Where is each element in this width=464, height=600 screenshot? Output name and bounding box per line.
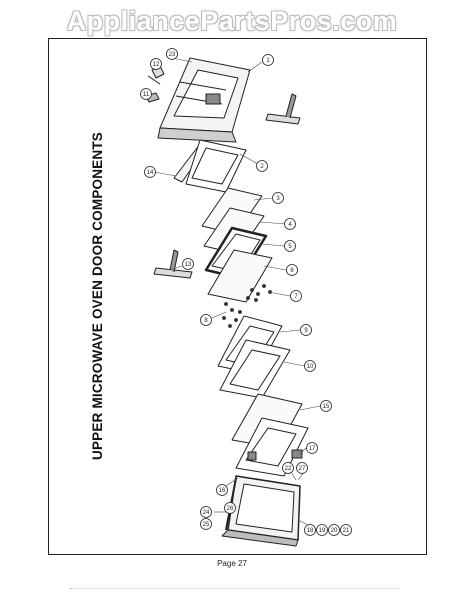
svg-text:8: 8 [204,318,208,324]
callout-23: 23 [166,48,178,60]
svg-text:27: 27 [299,466,306,472]
callout-6: 6 [286,264,298,276]
callout-14: 14 [144,166,156,178]
outer-door-panel [221,475,301,547]
hinge-bracket-right [265,93,301,125]
callout-17: 17 [306,442,318,454]
svg-text:7: 7 [294,294,298,300]
callout-13: 13 [182,258,194,270]
plate-part-6 [207,249,273,303]
callout-27: 27 [296,462,308,474]
svg-text:14: 14 [147,170,154,176]
callout-9: 9 [300,324,312,336]
callout-10: 10 [304,360,316,372]
callout-15: 15 [320,400,332,412]
callout-22: 22 [282,462,294,474]
svg-text:2: 2 [260,164,264,170]
callout-2: 2 [256,160,268,172]
svg-text:20: 20 [331,528,338,534]
callout-labels: 1 2 3 4 5 6 7 8 [140,48,352,536]
callout-25: 25 [200,518,212,530]
diagram-frame [48,38,427,555]
svg-text:17: 17 [309,446,316,452]
svg-text:12: 12 [153,62,160,68]
svg-text:4: 4 [288,222,292,228]
svg-text:6: 6 [290,268,294,274]
svg-text:18: 18 [307,528,314,534]
callout-3: 3 [272,192,284,204]
svg-text:11: 11 [143,92,150,98]
callout-16: 16 [216,484,228,496]
svg-text:22: 22 [285,466,292,472]
svg-text:15: 15 [323,404,330,410]
callout-7: 7 [290,290,302,302]
callout-20: 20 [328,524,340,536]
watermark: AppliancePartsPros.com [66,6,398,36]
callout-19: 19 [316,524,328,536]
callout-26: 26 [224,502,236,514]
callout-8: 8 [200,314,212,326]
scan-artifact-line [70,588,400,592]
svg-text:25: 25 [203,522,210,528]
callout-11: 11 [140,88,152,100]
door-frame-part [157,57,251,143]
svg-text:1: 1 [266,58,270,64]
callout-5: 5 [284,240,296,252]
callout-24: 24 [200,506,212,518]
svg-text:21: 21 [343,528,350,534]
svg-text:23: 23 [169,52,176,58]
svg-text:5: 5 [288,244,292,250]
screws-part-7-8 [222,284,272,328]
callout-4: 4 [284,218,296,230]
svg-text:19: 19 [319,528,326,534]
hinge-bracket-13 [153,249,193,279]
svg-text:9: 9 [304,328,308,334]
callout-12: 12 [150,58,162,70]
svg-text:3: 3 [276,196,280,202]
svg-text:16: 16 [219,488,226,494]
svg-text:26: 26 [227,506,234,512]
callout-21: 21 [340,524,352,536]
callout-1: 1 [262,54,274,66]
svg-text:10: 10 [307,364,314,370]
svg-text:24: 24 [203,510,210,516]
page-number: Page 27 [217,559,247,568]
gasket-frame-part-2 [185,139,247,193]
inner-door-frame [235,417,309,477]
callout-18: 18 [304,524,316,536]
svg-text:13: 13 [185,262,192,268]
